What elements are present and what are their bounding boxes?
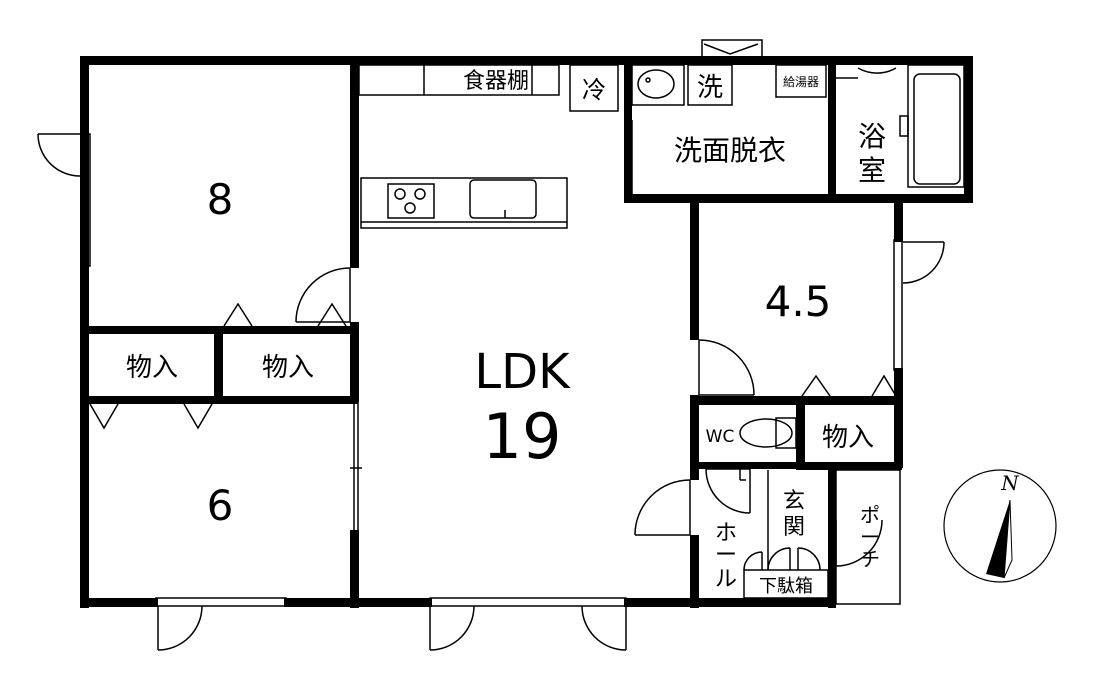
hall-label: ー — [715, 543, 737, 568]
washbasin-icon — [631, 64, 685, 106]
door-room6-south — [157, 605, 203, 651]
fixtures — [358, 64, 965, 605]
hall-label: ホ — [715, 521, 737, 546]
dressing-label: 洗面脱衣 — [674, 134, 786, 167]
room-label-ldk: LDK — [474, 344, 571, 400]
fridge — [569, 64, 619, 112]
closet-label: 物入 — [822, 423, 874, 453]
compass-north-label: N — [1000, 471, 1020, 495]
door-room8-ldk — [295, 267, 351, 323]
door-wc — [705, 468, 751, 514]
compass-icon — [943, 469, 1057, 583]
porch-label: ポ — [860, 503, 880, 527]
cupboard-label: 食器棚 — [463, 69, 529, 94]
stove-icon — [387, 183, 435, 219]
window-south-ldk — [429, 597, 627, 607]
shoe-box-label: 下駄箱 — [759, 576, 813, 597]
room-label-8: 8 — [207, 175, 234, 224]
bathtub-icon — [907, 64, 965, 188]
closet-label: 物入 — [126, 353, 178, 383]
room-label-6: 6 — [207, 481, 234, 530]
door-room8-west — [37, 133, 81, 177]
room-label-ldk-size: 19 — [483, 400, 562, 473]
door-ldk-south-left — [429, 605, 475, 651]
bath-label: 浴 — [858, 120, 886, 153]
door-room45 — [698, 339, 755, 396]
porch-label: チ — [860, 547, 880, 571]
genkan-label: 関 — [783, 515, 805, 540]
toilet-icon — [775, 417, 797, 449]
water-heater-label: 給湯器 — [783, 75, 819, 89]
closet-label: 物入 — [262, 353, 314, 383]
door-entrance — [743, 547, 821, 571]
window-east-room45 — [893, 239, 903, 371]
door-ldk-south-right — [581, 605, 627, 651]
kitchen-counter — [360, 177, 568, 229]
closet-doors — [89, 302, 897, 430]
shoe-box — [743, 569, 829, 599]
porch-label: ー — [860, 525, 880, 549]
door-hall-ldk — [634, 479, 691, 536]
sink-icon — [469, 179, 537, 219]
room-label-45: 4.5 — [765, 277, 832, 326]
genkan-label: 玄 — [783, 489, 805, 514]
walls — [80, 56, 973, 608]
vent-icon — [701, 39, 763, 59]
water-heater — [775, 64, 827, 98]
door-porch — [835, 519, 883, 567]
hall-label: ル — [715, 567, 737, 592]
window-south-room6 — [155, 597, 287, 607]
wc-label: WC — [706, 427, 735, 447]
doors — [37, 133, 945, 651]
washer-label: 洗 — [697, 73, 723, 103]
cupboard — [358, 64, 560, 96]
washer — [687, 64, 733, 106]
fridge-label: 冷 — [582, 76, 606, 104]
bath-label: 室 — [858, 154, 886, 187]
door-room45-east — [902, 241, 945, 284]
